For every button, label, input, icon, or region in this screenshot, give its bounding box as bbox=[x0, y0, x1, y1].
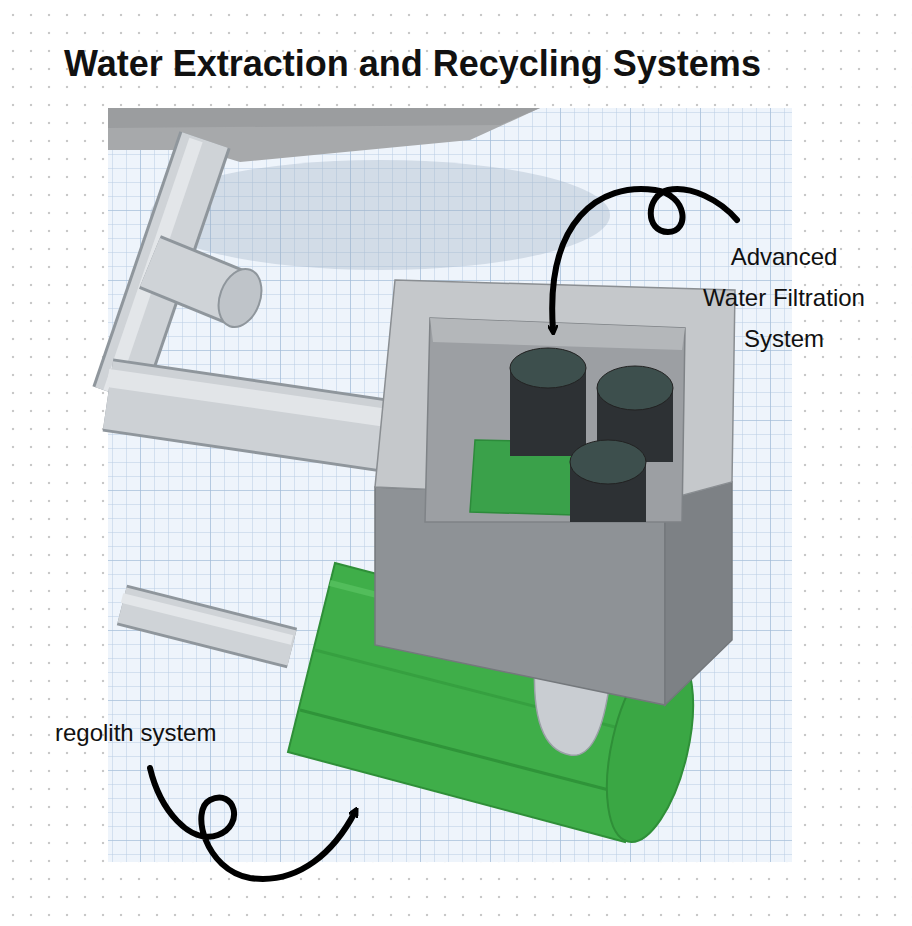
workplane-grid bbox=[108, 108, 792, 862]
filtration-box bbox=[375, 280, 735, 705]
callout-label: Advanced Water Filtration System bbox=[696, 236, 872, 359]
habitat-slab-edge bbox=[108, 108, 540, 128]
callout-arrow bbox=[150, 768, 355, 879]
workplane-grid-major bbox=[108, 108, 792, 862]
diagram-title: Water Extraction and Recycling Systems bbox=[64, 42, 761, 86]
callout-label: regolith system bbox=[55, 712, 216, 753]
